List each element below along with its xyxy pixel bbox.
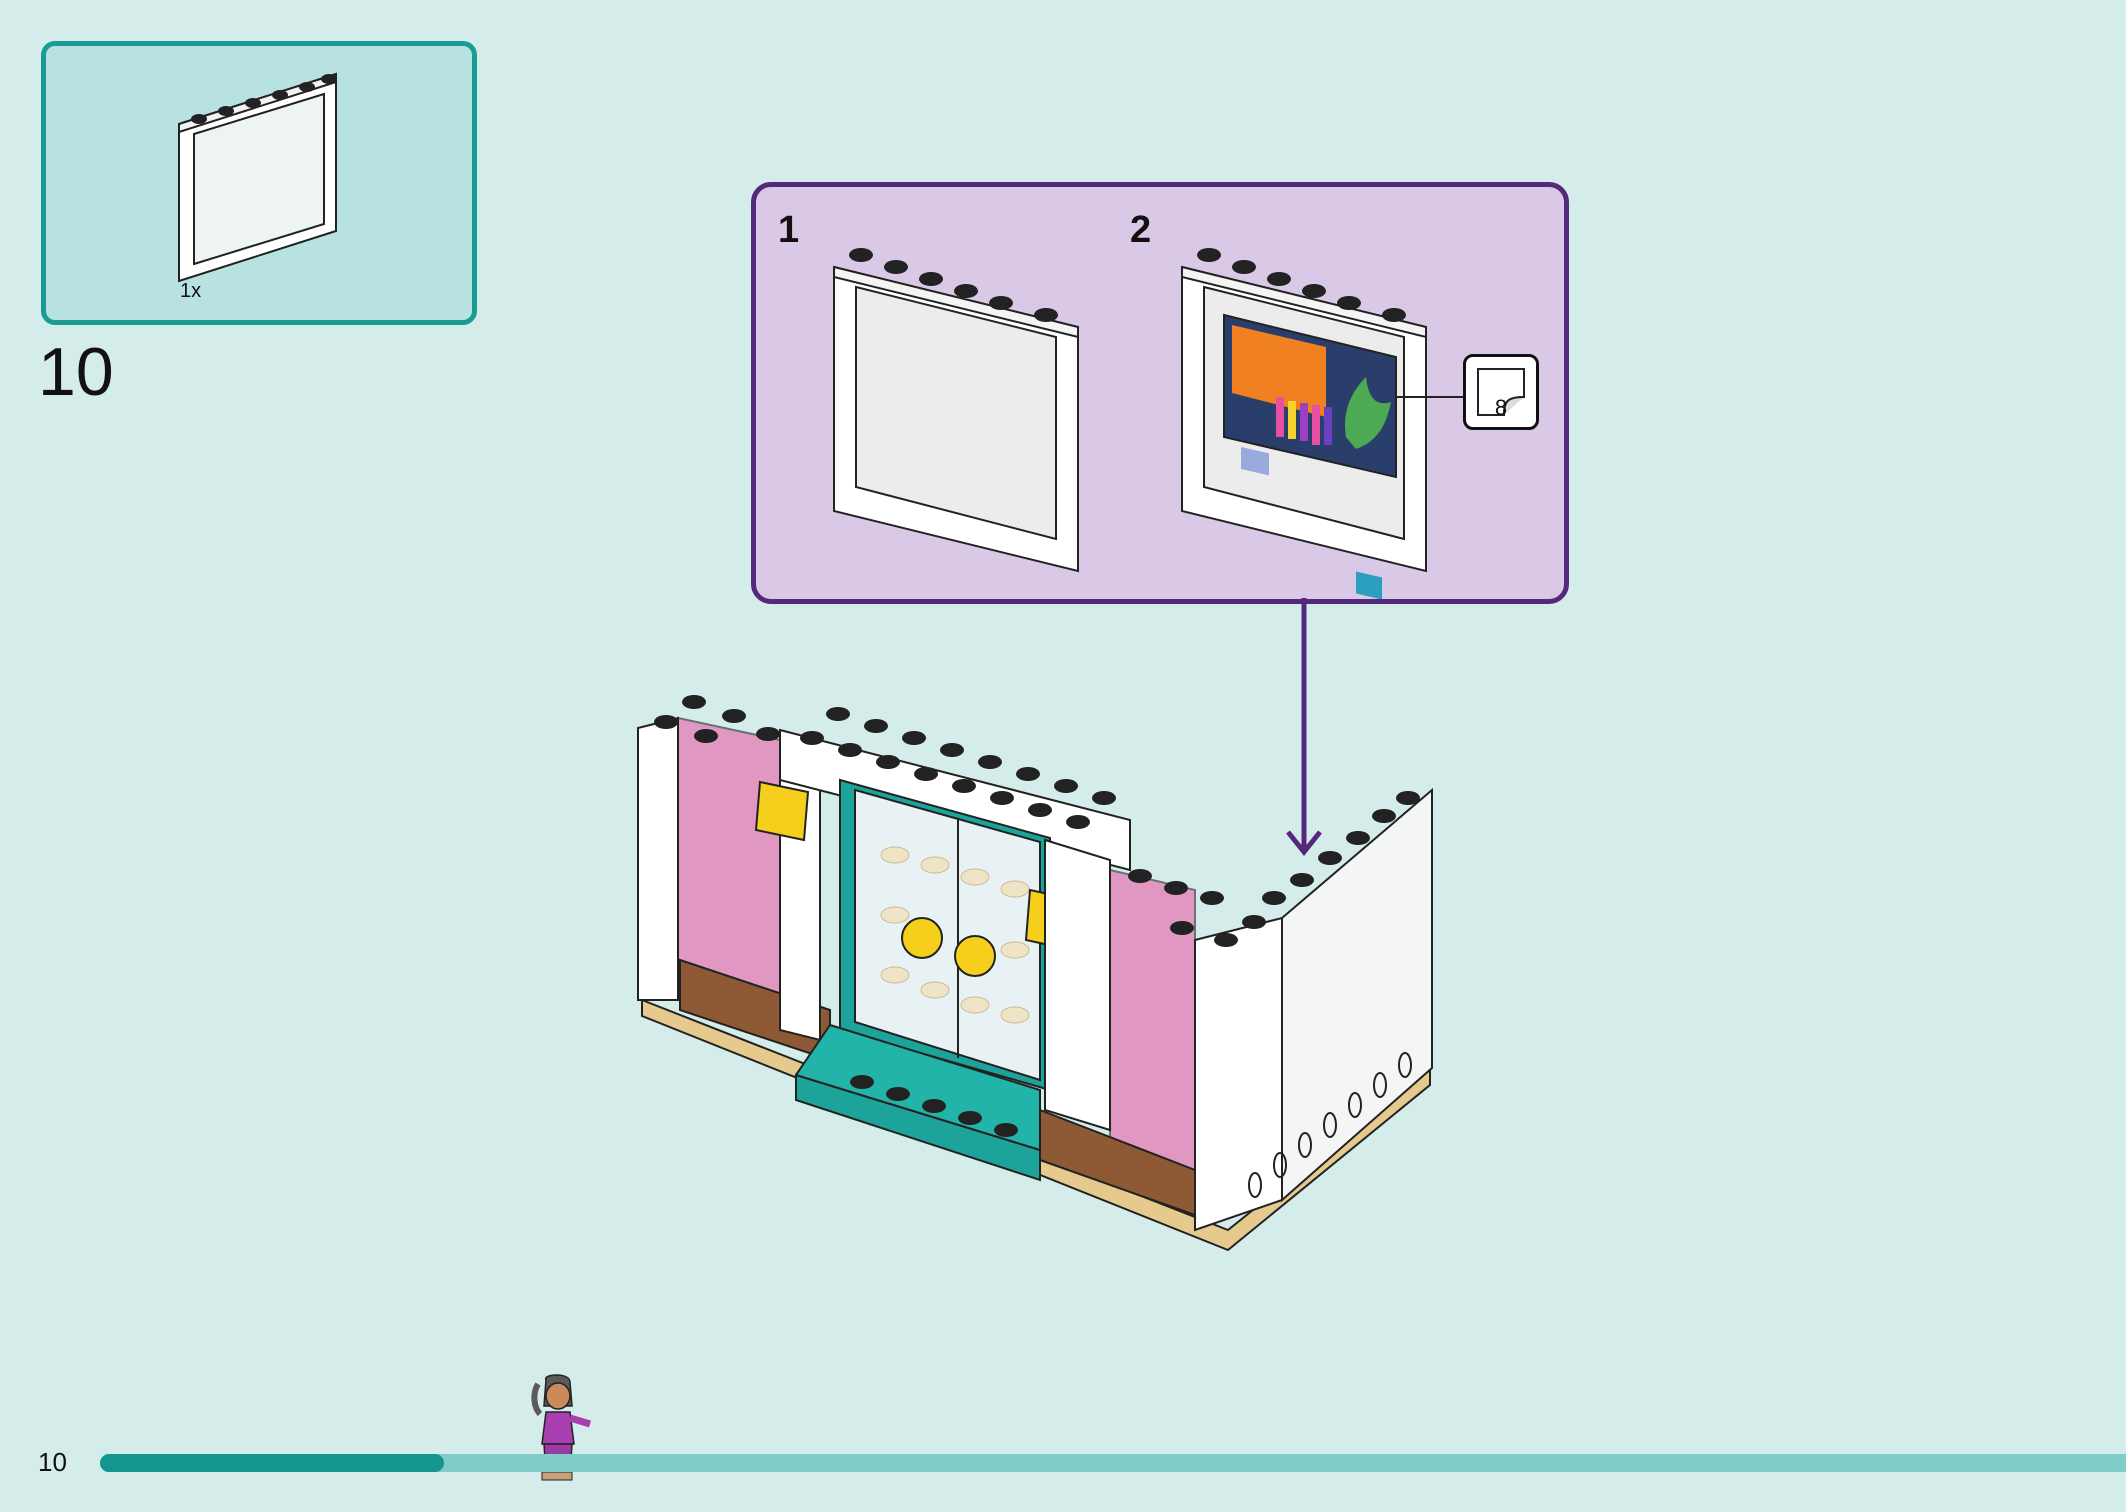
progress-bar-track <box>100 1454 2126 1472</box>
subassembly-callout: 1 2 <box>751 182 1569 604</box>
panel-brick-icon <box>178 72 337 283</box>
page-number: 10 <box>38 1447 67 1477</box>
sticker-number: 8 <box>1494 395 1508 420</box>
sticker-peel-icon <box>1477 368 1525 416</box>
sticker-reference-badge: 8 <box>1463 354 1539 430</box>
substep-label-1: 1 <box>778 209 800 251</box>
parts-list-panel: 1x <box>41 41 477 325</box>
part-quantity: 1x <box>180 280 202 302</box>
substep-1-brick <box>833 248 1079 573</box>
step-number: 10 <box>38 334 114 410</box>
progress-bar-fill <box>100 1454 445 1472</box>
substep-label-2: 2 <box>1130 209 1152 251</box>
callout-bricks-illustration <box>833 248 1468 599</box>
placement-arrow <box>1286 598 1322 857</box>
substep-2-brick <box>1181 248 1468 599</box>
